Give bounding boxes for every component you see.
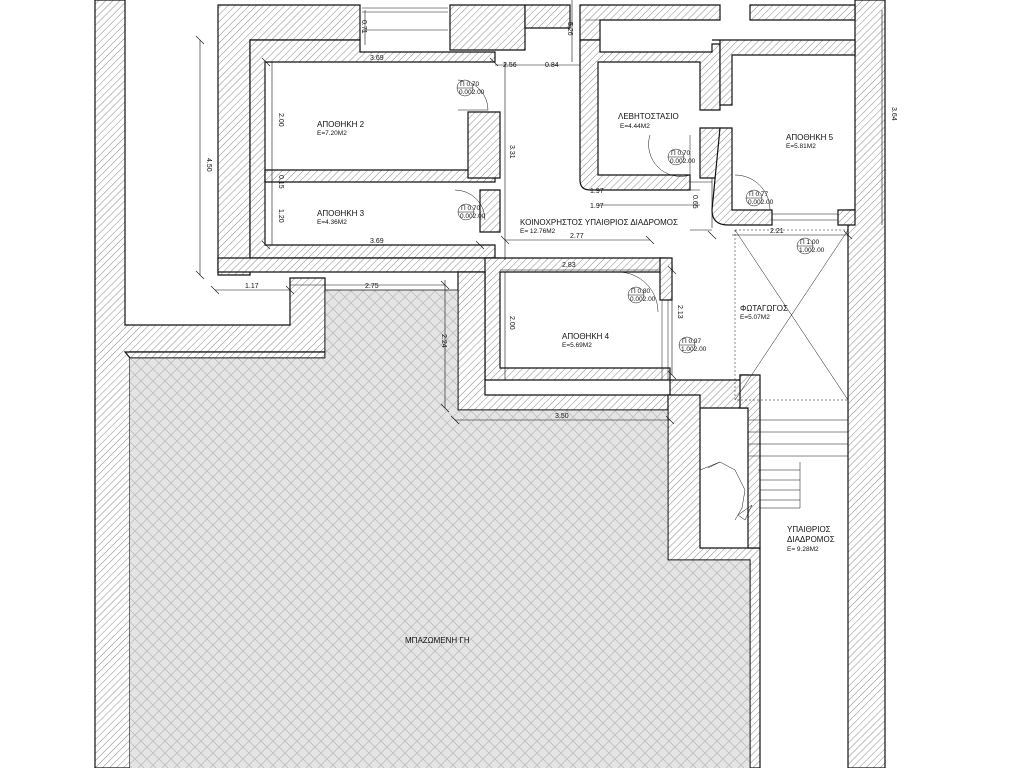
dim-369-top: 3.69 — [370, 55, 384, 62]
dimension-lines — [195, 0, 883, 425]
dim-350: 3.50 — [555, 413, 569, 420]
lightwell-cross — [734, 229, 849, 401]
dim-283: 2.83 — [562, 262, 576, 269]
storage-4-name: ΑΠΟΘΗΚΗ 4 — [562, 332, 610, 341]
svg-text:Π 0.70: Π 0.70 — [461, 205, 481, 212]
dimension-labels: 3.69 3.69 2.56 0.84 1.97 1.97 2.21 2.77 … — [205, 20, 897, 420]
svg-text:1.002.00: 1.002.00 — [681, 346, 707, 353]
storage-5-walls — [711, 39, 856, 226]
svg-text:Π 0.70: Π 0.70 — [671, 150, 691, 157]
dim-200-a: 2.00 — [277, 113, 284, 127]
filled-ground-area — [130, 290, 750, 768]
lightwell-name: ΦΩΤΑΓΩΓΟΣ — [740, 304, 788, 313]
dim-331: 3.31 — [508, 145, 515, 159]
lightwell-area: Ε=5.07Μ2 — [740, 314, 770, 321]
outdoor-corridor-line1: ΥΠΑΙΘΡΙΟΣ — [787, 525, 831, 534]
storage-5-name: ΑΠΟΘΗΚΗ 5 — [786, 133, 834, 142]
door-tags: Π 0.70 0.002.00 Π 0.70 0.002.00 Π 0.70 0… — [456, 79, 825, 354]
dim-275: 2.75 — [365, 283, 379, 290]
outdoor-corridor-area: Ε= 9.28Μ2 — [787, 546, 819, 553]
svg-text:Π 1.00: Π 1.00 — [800, 239, 820, 246]
door-tag-5: Π 1.00 1.002.00 — [796, 237, 825, 255]
svg-text:Π 0.80: Π 0.80 — [631, 288, 651, 295]
dim-256: 2.56 — [503, 62, 517, 69]
boiler-room-area: Ε=4.44Μ2 — [620, 123, 650, 130]
dim-200-b: 2.00 — [508, 316, 515, 330]
dim-071: 0.71 — [360, 20, 367, 34]
dim-526: 5.26 — [566, 22, 573, 36]
dim-197-a: 1.97 — [590, 188, 604, 195]
door-tag-3: Π 0.70 0.002.00 — [667, 148, 696, 166]
dim-221: 2.21 — [770, 228, 784, 235]
door-tag-4: Π 0.77 0.002.00 — [745, 189, 774, 207]
dim-015: 0.15 — [277, 175, 284, 189]
filled-ground-name: ΜΠΑΖΩΜΕΝΗ ΓΗ — [405, 636, 470, 645]
dim-084: 0.84 — [545, 62, 559, 69]
svg-text:0.002.00: 0.002.00 — [459, 89, 485, 96]
door-tag-2: Π 0.70 0.002.00 — [457, 203, 486, 221]
storage-5-area: Ε=5.81Μ2 — [786, 143, 816, 150]
dim-117: 1.17 — [245, 283, 259, 290]
dim-450: 4.50 — [205, 158, 212, 172]
corridor-name: ΚΟΙΝΟΧΡΗΣΤΟΣ ΥΠΑΙΘΡΙΟΣ ΔΙΑΔΡΟΜΟΣ — [520, 218, 678, 227]
dim-213: 2.13 — [676, 305, 683, 319]
storage-3-name: ΑΠΟΘΗΚΗ 3 — [317, 209, 365, 218]
dim-120: 1.20 — [277, 209, 284, 223]
door-tag-6: Π 0.80 0.002.00 — [627, 286, 656, 304]
svg-text:Π 0.70: Π 0.70 — [460, 81, 480, 88]
storage-2-area: Ε=7.20Μ2 — [317, 130, 347, 137]
dim-065: 0.65 — [691, 195, 698, 209]
outdoor-corridor-line2: ΔΙΑΔΡΟΜΟΣ — [787, 535, 835, 544]
storage-2-name: ΑΠΟΘΗΚΗ 2 — [317, 120, 365, 129]
openings — [362, 7, 838, 380]
svg-text:0.002.00: 0.002.00 — [460, 213, 486, 220]
door-tag-7: Π 0.97 1.002.00 — [678, 336, 707, 354]
storage-2-3-walls — [217, 39, 501, 273]
door-tag-1: Π 0.70 0.002.00 — [456, 79, 485, 97]
boiler-room-name: ΛΕΒΗΤΟΣΤΑΣΙΟ — [618, 112, 679, 121]
svg-text:Π 0.97: Π 0.97 — [682, 338, 702, 345]
door-swings — [454, 79, 771, 313]
svg-text:1.002.00: 1.002.00 — [799, 247, 825, 254]
storage-4-area: Ε=5.69Μ2 — [562, 342, 592, 349]
dim-224: 2.24 — [440, 334, 447, 348]
dim-364: 3.64 — [890, 107, 897, 121]
dim-369-bottom: 3.69 — [370, 238, 384, 245]
filled-ground-outline — [130, 289, 751, 768]
storage-3-area: Ε=4.36Μ2 — [317, 219, 347, 226]
svg-text:0.002.00: 0.002.00 — [630, 296, 656, 303]
svg-text:0.002.00: 0.002.00 — [670, 158, 696, 165]
svg-text:Π 0.77: Π 0.77 — [749, 191, 769, 198]
room-labels: ΑΠΟΘΗΚΗ 2 Ε=7.20Μ2 ΑΠΟΘΗΚΗ 3 Ε=4.36Μ2 ΛΕ… — [317, 112, 835, 645]
corridor-area: Ε= 12.76Μ2 — [520, 228, 556, 235]
stairs — [699, 410, 848, 549]
dim-197-b: 1.97 — [590, 203, 604, 210]
dim-277: 2.77 — [570, 233, 584, 240]
svg-text:0.002.00: 0.002.00 — [748, 199, 774, 206]
